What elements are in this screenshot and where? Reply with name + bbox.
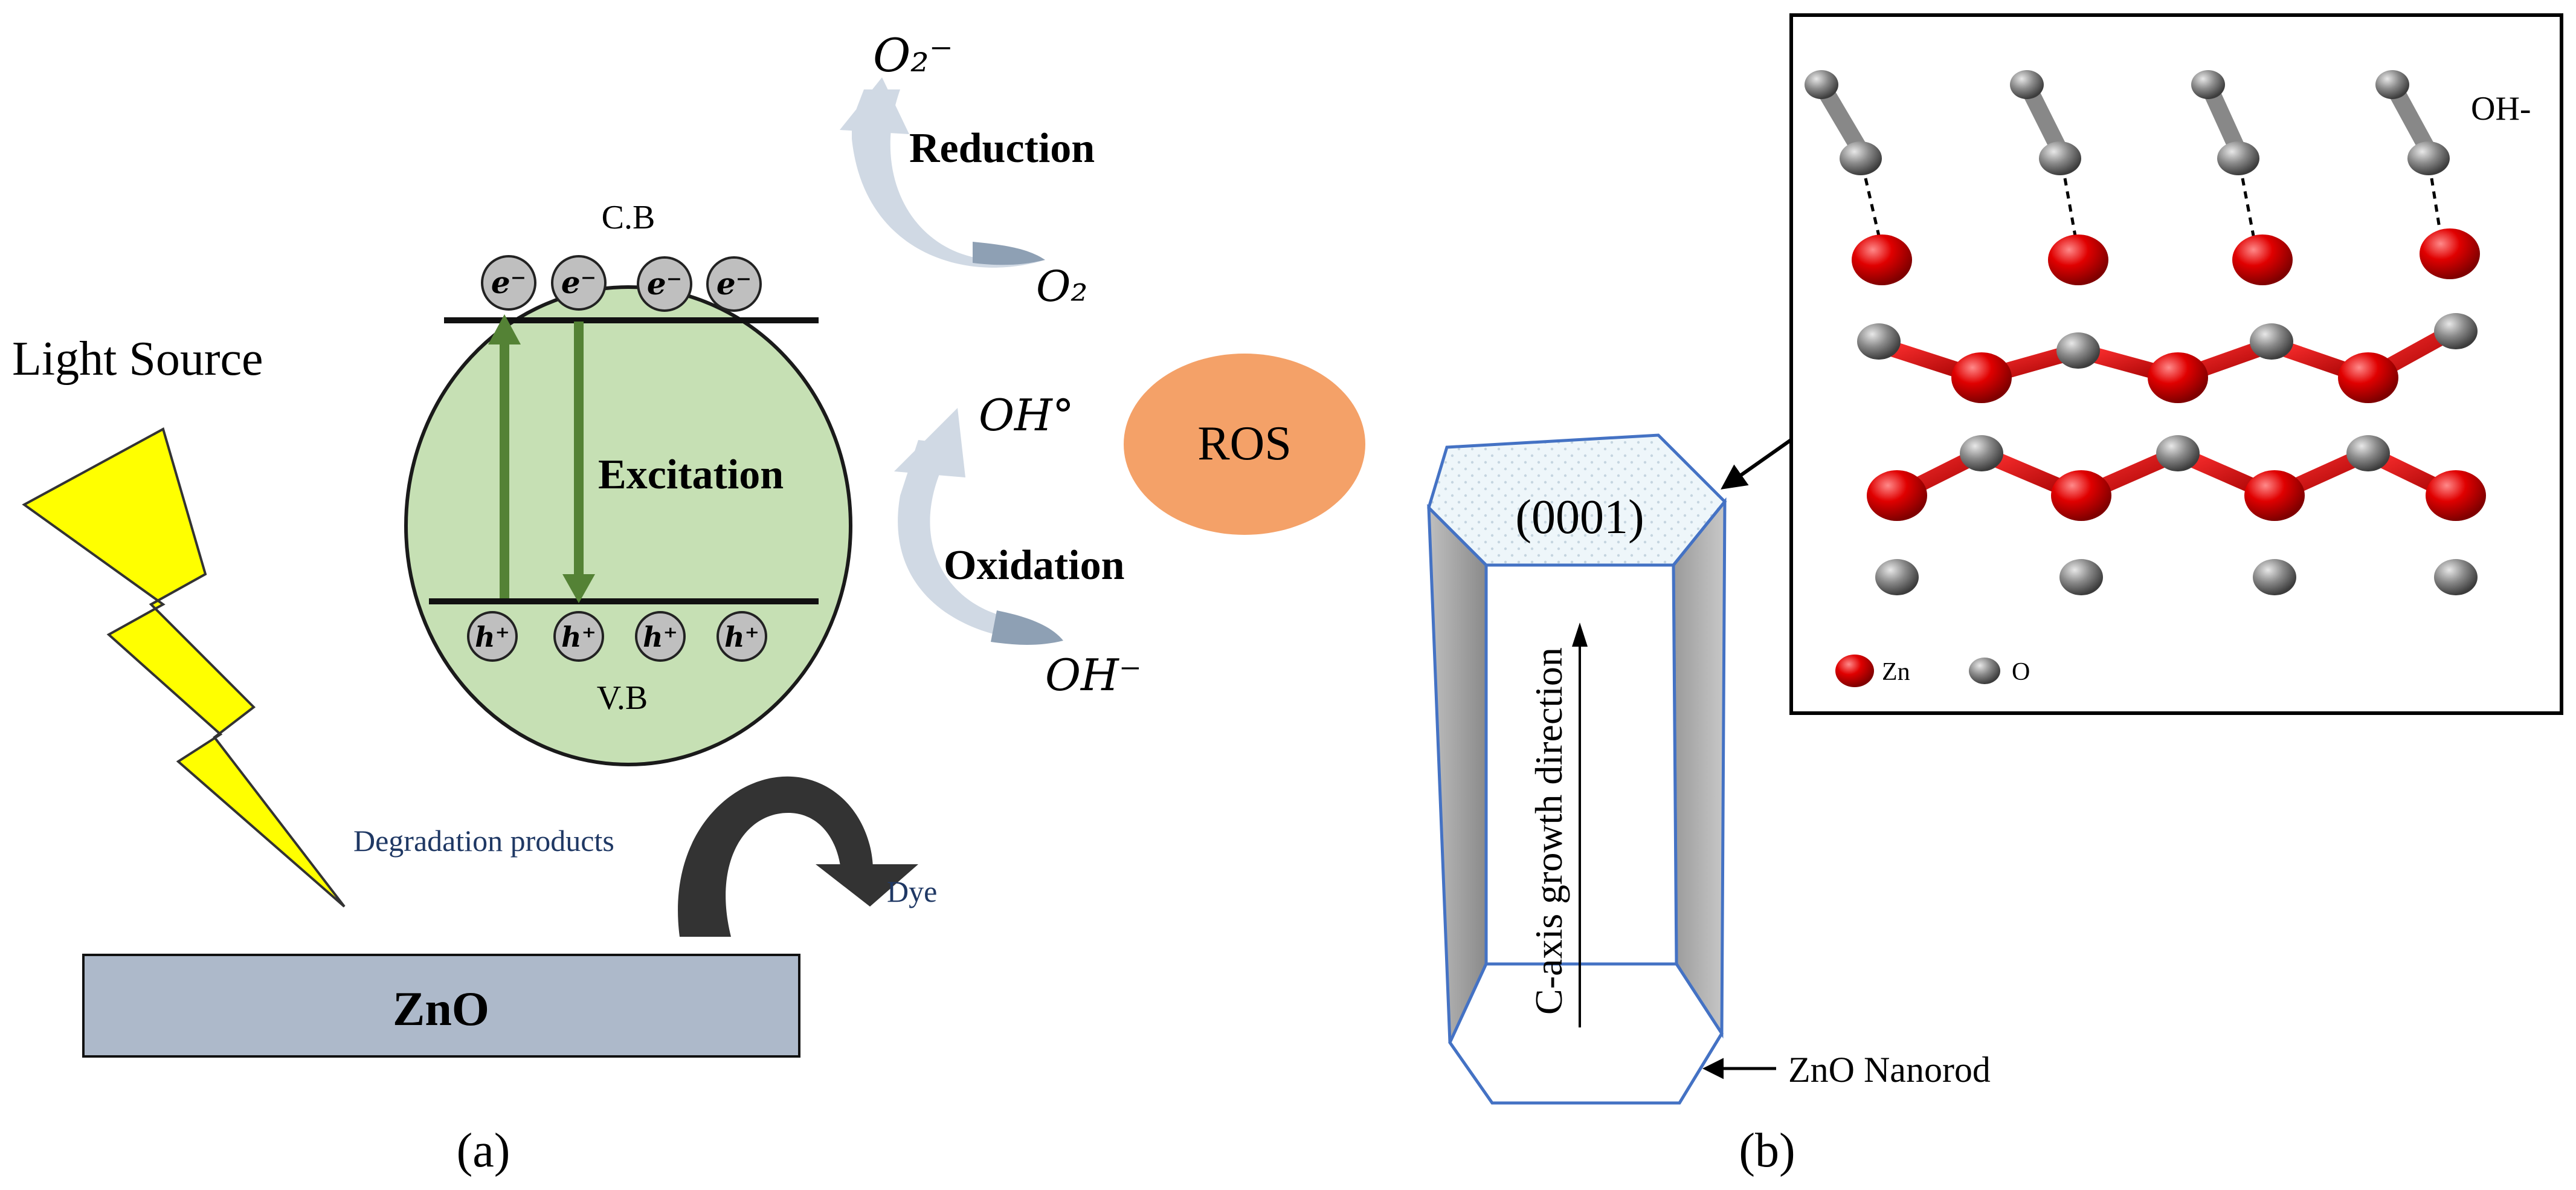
o-atoms [1857,313,2478,595]
o2-label: O₂ [1036,262,1087,311]
hole-symbol: h⁺ [475,621,510,653]
electron-symbol: e⁻ [491,265,526,300]
hole-symbol: h⁺ [561,621,596,653]
electron-2: e⁻ [551,255,607,311]
legend-o-label: O [2012,658,2030,686]
panel-b-label: (b) [1739,1124,1795,1177]
electron-symbol: e⁻ [561,265,596,300]
hydroxyl-4 [2375,70,2450,236]
hole-4: h⁺ [716,611,767,662]
panel-a-label: (a) [457,1124,510,1177]
electron-3: e⁻ [637,256,692,312]
electron-1: e⁻ [481,255,536,311]
ros-label: ROS [1197,417,1292,470]
o2-radical-label: O₂⁻ [873,28,953,82]
oxidation-curved-arrow [894,408,1063,645]
oh-radical-label: OH° [979,390,1074,441]
dye-cycle-arrow [678,776,918,937]
light-source-label: Light Source [12,332,263,386]
ros-ellipse [1124,354,1365,535]
c-axis-arrow [1572,622,1588,1027]
c-axis-growth-label: C-axis growth direction [1527,647,1570,1015]
nanorod-top-facet [1427,433,1727,567]
reduction-curved-arrow [840,77,1045,268]
valence-band-label: V.B [597,679,648,717]
degradation-products-label: Degradation products [353,824,614,858]
electron-row: e⁻ e⁻ e⁻ e⁻ [481,255,762,312]
hydroxyl-3 [2191,70,2259,236]
hole-symbol: h⁺ [724,621,759,653]
nanorod-right-face [1672,497,1727,1039]
electron-symbol: e⁻ [647,266,682,302]
legend-o-swatch [1969,658,2000,684]
inset-legend: Zn O [1835,655,2030,687]
crystal-structure-inset: OH- [1789,13,2563,715]
relaxation-down-arrow [562,322,595,603]
oh-minus-label: OH⁻ [1045,650,1142,700]
excitation-up-arrow [488,314,521,598]
hole-3: h⁺ [635,611,686,662]
hydroxyl-1 [1805,70,1882,236]
zno-substrate [82,954,800,1058]
nanorod-bottom [1448,962,1724,1105]
legend-zn-label: Zn [1882,658,1910,686]
hole-row: h⁺ h⁺ h⁺ h⁺ [467,611,767,662]
conduction-band-label: C.B [602,199,655,236]
hydroxyl-2 [2010,70,2081,236]
hole-1: h⁺ [467,611,518,662]
lightning-bolt-icon [22,427,346,908]
nanorod-left-face [1427,503,1488,1044]
zno-nanorod [1427,433,1727,1105]
electron-4: e⁻ [706,256,762,312]
nanorod-front-face [1484,563,1678,966]
facet-0001-label: (0001) [1515,491,1644,544]
zn-atoms [1852,228,2486,521]
hole-2: h⁺ [553,611,604,662]
zno-nanorod-label: ZnO Nanorod [1788,1050,1991,1090]
legend-zn-swatch [1835,655,1874,687]
oxidation-label: Oxidation [944,542,1125,589]
dye-label: Dye [887,875,937,908]
reduction-label: Reduction [909,125,1095,172]
zno-label: ZnO [393,983,489,1036]
hydroxyl-groups [1805,70,2450,236]
hole-symbol: h⁺ [643,621,678,653]
oh-minus-inset-label: OH- [2471,90,2531,128]
excitation-label: Excitation [598,451,784,498]
electron-symbol: e⁻ [716,266,752,302]
